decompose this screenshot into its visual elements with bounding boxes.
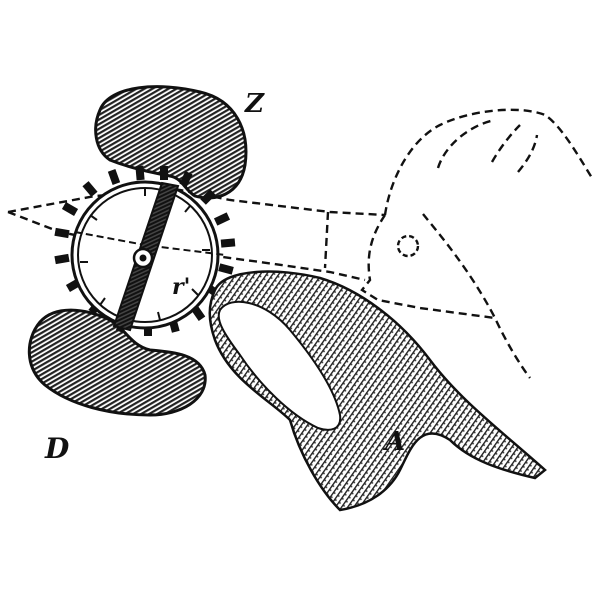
label-a: A (382, 427, 405, 457)
finger (208, 270, 547, 512)
pivot-inner (139, 254, 147, 262)
bird-jaw-line (323, 211, 330, 269)
finger-body (208, 270, 547, 512)
bird-head-feather-1 (436, 118, 496, 169)
bird-head-crown (383, 108, 594, 216)
toothed-wheel (54, 165, 236, 336)
label-d: D (44, 432, 70, 465)
wheel-inner-ticks (80, 188, 210, 321)
label-z: Z (244, 89, 265, 119)
bird-head-feather-3 (517, 134, 539, 173)
bird-eye (396, 234, 420, 258)
bird-cheek (360, 214, 496, 320)
bird-neck (422, 213, 531, 379)
fingernail (217, 300, 342, 431)
label-r: r' (172, 274, 190, 300)
bird-head-feather-2 (490, 124, 521, 163)
